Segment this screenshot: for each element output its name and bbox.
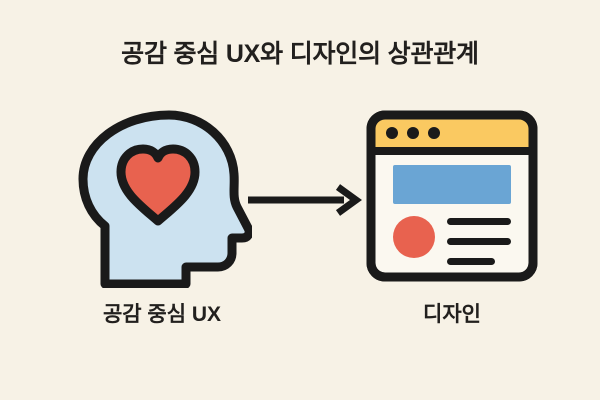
- node-label-empathy-ux: 공감 중심 UX: [102, 303, 222, 326]
- page-title: 공감 중심 UX와 디자인의 상관관계: [121, 40, 479, 68]
- node-label-design: 디자인: [423, 303, 481, 326]
- arrow-right-icon: [248, 184, 362, 216]
- avatar: [393, 216, 435, 258]
- content-text-line-1: [447, 218, 511, 225]
- arrow-head: [335, 184, 362, 216]
- heart-icon: [116, 144, 200, 226]
- head-with-heart-icon: [78, 110, 252, 288]
- window-control-dot-1[interactable]: [386, 127, 398, 139]
- content-banner: [393, 165, 511, 204]
- window-control-dot-2[interactable]: [407, 127, 419, 139]
- content-text-line-3: [447, 258, 495, 265]
- flow-arrow: [246, 178, 364, 222]
- node-empathy-ux[interactable]: [72, 108, 252, 288]
- content-text-line-2: [447, 238, 511, 245]
- node-design[interactable]: [362, 106, 542, 286]
- browser-window-icon: [366, 110, 538, 282]
- window-frame-outline: [366, 110, 538, 282]
- window-control-dot-3[interactable]: [428, 127, 440, 139]
